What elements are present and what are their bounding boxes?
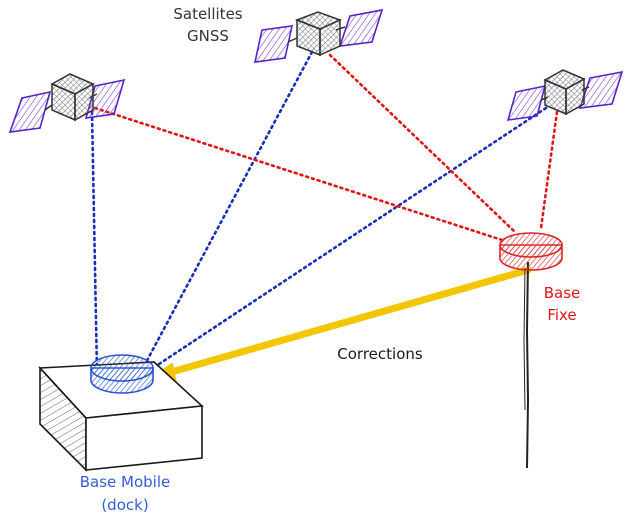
signal-links — [90, 50, 559, 374]
corrections-label: Corrections — [337, 345, 423, 363]
base-mobile-puck — [90, 354, 154, 382]
link-sat-top-to-fixe — [328, 53, 517, 234]
correction-arrow — [152, 266, 532, 384]
base-fixe — [499, 232, 563, 469]
link-sat-left-to-fixe — [93, 106, 504, 242]
link-sat-right-to-mobile — [148, 106, 548, 372]
satellite-right-icon — [506, 69, 624, 121]
satellite-left-icon — [8, 73, 126, 133]
base-fixe-label-line1: Base — [544, 284, 581, 302]
base-mobile-label-line1: Base Mobile — [80, 473, 171, 491]
link-sat-left-to-mobile — [90, 110, 99, 374]
labels: Satellites GNSS Base Fixe Corrections Ba… — [80, 5, 581, 514]
link-sat-right-to-fixe — [539, 110, 559, 230]
satellite-top-icon — [253, 8, 384, 63]
base-mobile-dock — [38, 354, 204, 472]
link-sat-top-to-mobile — [141, 50, 314, 370]
base-fixe-label-line2: Fixe — [547, 306, 576, 324]
base-mobile-label-line2: (dock) — [101, 496, 148, 514]
satellites-label-line1: Satellites — [173, 5, 242, 23]
satellites-label-line2: GNSS — [187, 27, 229, 45]
